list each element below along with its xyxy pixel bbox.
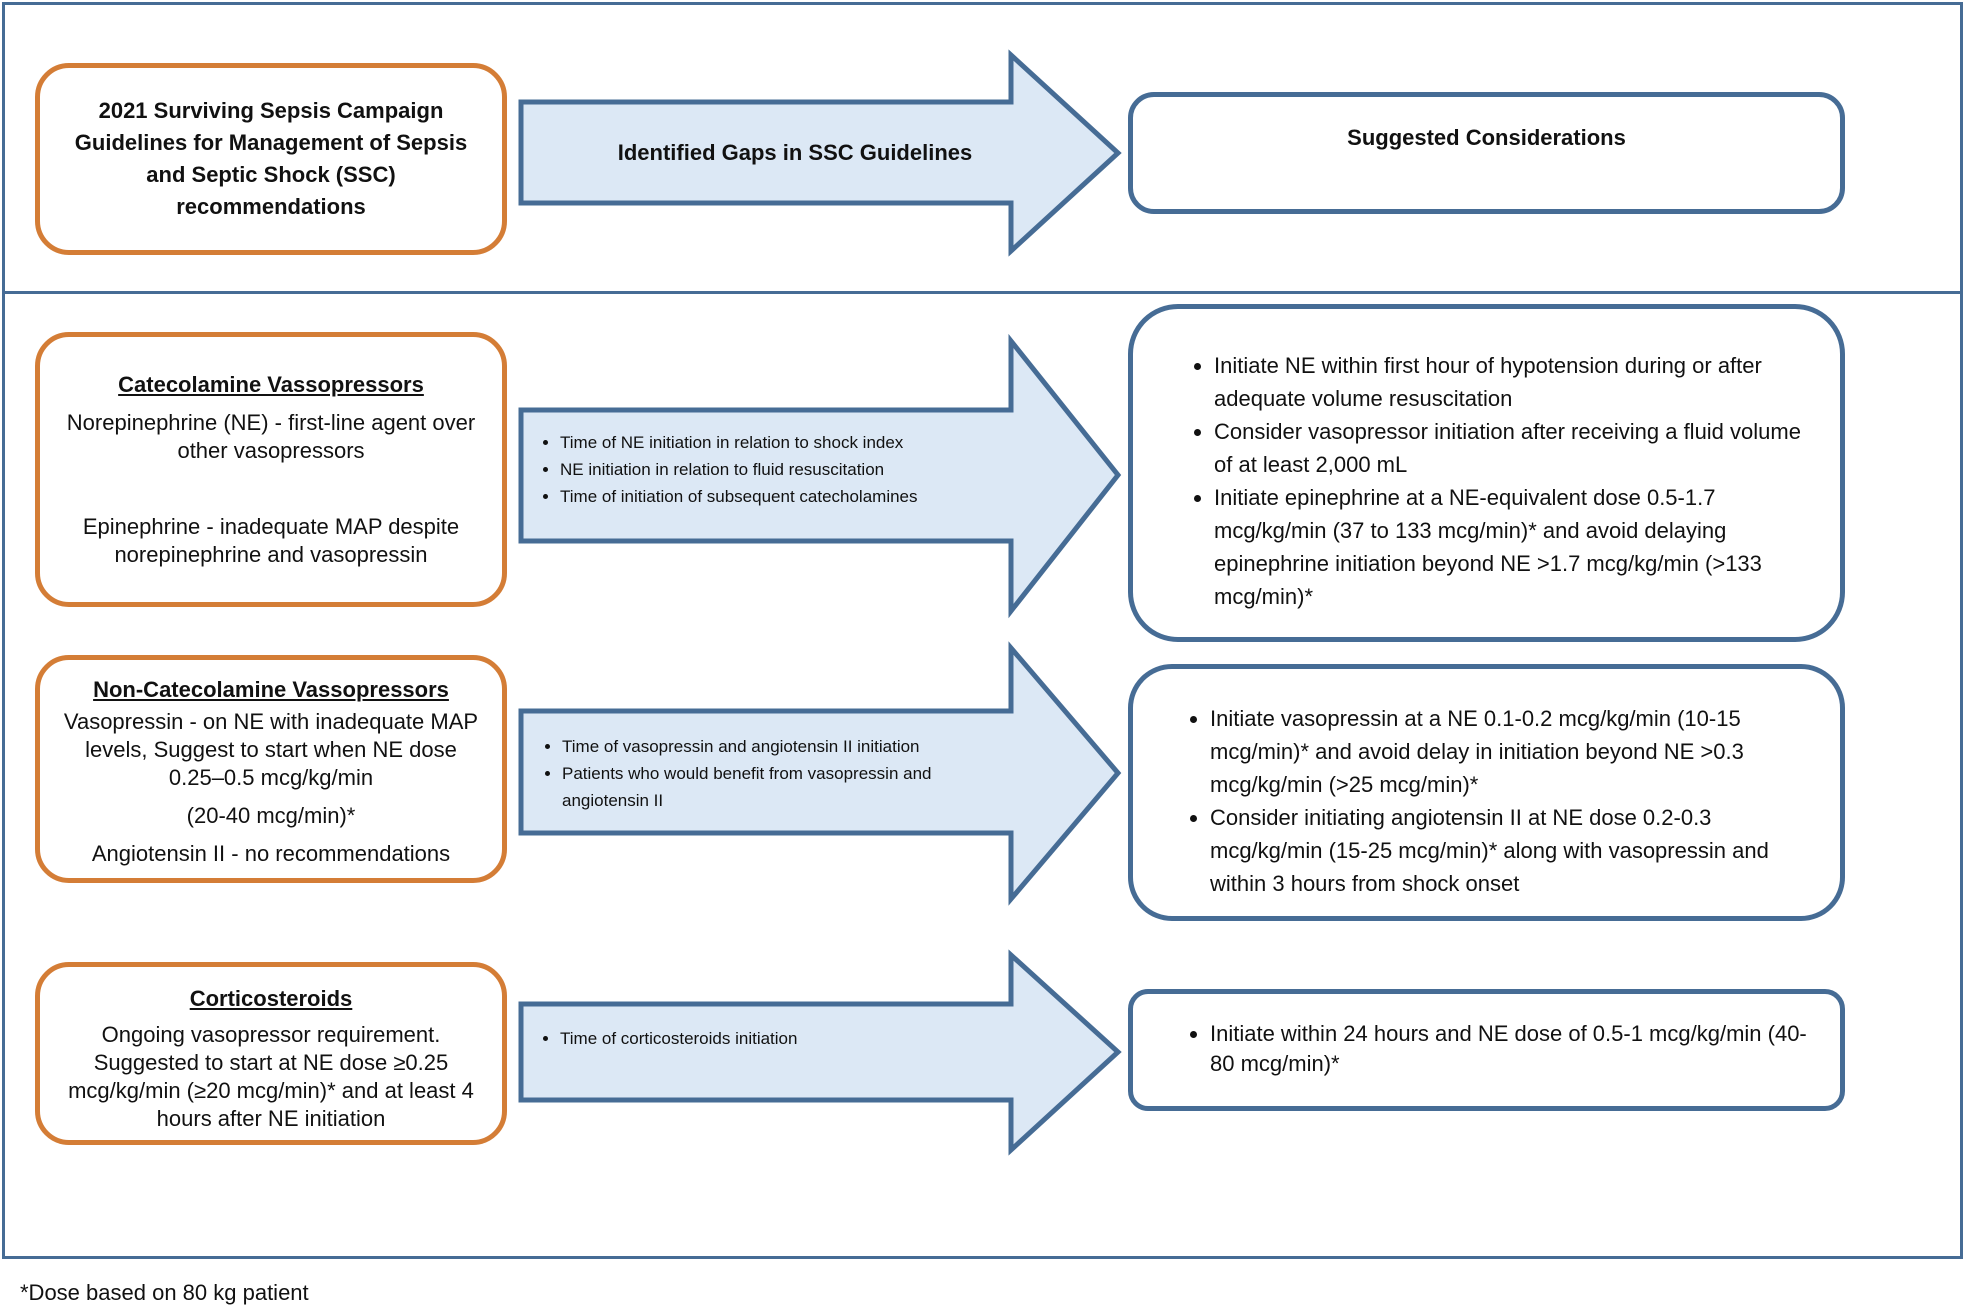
row2-gaps-arrow — [518, 641, 1122, 906]
row3-gap-1: Time of corticosteroids initiation — [560, 1025, 992, 1052]
row3-gaps-arrow — [518, 949, 1122, 1156]
row2-gap-2: Patients who would benefit from vasopres… — [562, 760, 994, 814]
row2-consideration-2: Consider initiating angiotensin II at NE… — [1210, 801, 1810, 900]
row2-recommendation-2: (20-40 mcg/min)* — [186, 803, 356, 828]
row1-considerations-box: Initiate NE within first hour of hypoten… — [1128, 304, 1845, 642]
row1-heading: Catecolamine Vassopressors — [118, 372, 424, 397]
row2-gap-1: Time of vasopressin and angiotensin II i… — [562, 733, 994, 760]
row1-recommendation-1: Norepinephrine (NE) - first-line agent o… — [66, 410, 476, 463]
gaps-header-title: Identified Gaps in SSC Guidelines — [617, 140, 973, 165]
row3-gaps-list-wrap: Time of corticosteroids initiation — [532, 1025, 992, 1052]
gaps-header-label-wrap: Identified Gaps in SSC Guidelines — [520, 103, 1070, 203]
row3-heading: Corticosteroids — [189, 986, 353, 1011]
row3-consideration-1: Initiate within 24 hours and NE dose of … — [1210, 1019, 1810, 1079]
row2-consideration-1: Initiate vasopressin at a NE 0.1-0.2 mcg… — [1210, 702, 1810, 801]
body-frame — [2, 291, 1963, 1259]
footnote: *Dose based on 80 kg patient — [20, 1280, 309, 1305]
row1-recommendation-2: Epinephrine - inadequate MAP despite nor… — [82, 514, 460, 567]
row1-consideration-3: Initiate epinephrine at a NE-equivalent … — [1214, 481, 1810, 613]
row2-recommendation-box: Non-Catecolamine Vassopressors Vasopress… — [35, 655, 507, 883]
row2-heading: Non-Catecolamine Vassopressors — [93, 677, 449, 702]
row1-gaps-list: Time of NE initiation in relation to sho… — [532, 429, 1002, 510]
row1-gaps-arrow — [518, 333, 1122, 619]
row1-consideration-1: Initiate NE within first hour of hypoten… — [1214, 349, 1810, 415]
ssc-header-box: 2021 Surviving Sepsis Campaign Guideline… — [35, 63, 507, 255]
gaps-header-arrow — [518, 49, 1122, 257]
row3-considerations-box: Initiate within 24 hours and NE dose of … — [1128, 989, 1845, 1111]
row3-recommendation-box: Corticosteroids Ongoing vasopressor requ… — [35, 962, 507, 1145]
row1-considerations-list: Initiate NE within first hour of hypoten… — [1186, 349, 1810, 613]
row2-gaps-list-wrap: Time of vasopressin and angiotensin II i… — [534, 733, 994, 814]
row2-considerations-box: Initiate vasopressin at a NE 0.1-0.2 mcg… — [1128, 664, 1845, 921]
considerations-header-box: Suggested Considerations — [1128, 92, 1845, 214]
row1-gap-2: NE initiation in relation to fluid resus… — [560, 456, 1002, 483]
row2-gaps-list: Time of vasopressin and angiotensin II i… — [534, 733, 994, 814]
considerations-header-title: Suggested Considerations — [1347, 125, 1626, 150]
row1-recommendation-box: Catecolamine Vassopressors Norepinephrin… — [35, 332, 507, 607]
row1-gap-1: Time of NE initiation in relation to sho… — [560, 429, 1002, 456]
row1-consideration-2: Consider vasopressor initiation after re… — [1214, 415, 1810, 481]
row3-recommendation-1: Ongoing vasopressor requirement. Suggest… — [68, 1022, 474, 1131]
ssc-header-title: 2021 Surviving Sepsis Campaign Guideline… — [74, 98, 468, 219]
row3-considerations-list: Initiate within 24 hours and NE dose of … — [1182, 1019, 1810, 1079]
row2-recommendation-1: Vasopressin - on NE with inadequate MAP … — [63, 709, 479, 790]
row2-considerations-list: Initiate vasopressin at a NE 0.1-0.2 mcg… — [1182, 702, 1810, 900]
row3-gaps-list: Time of corticosteroids initiation — [532, 1025, 992, 1052]
row1-gaps-list-wrap: Time of NE initiation in relation to sho… — [532, 429, 1002, 510]
row2-recommendation-3: Angiotensin II - no recommendations — [91, 841, 451, 866]
row1-gap-3: Time of initiation of subsequent catecho… — [560, 483, 1002, 510]
